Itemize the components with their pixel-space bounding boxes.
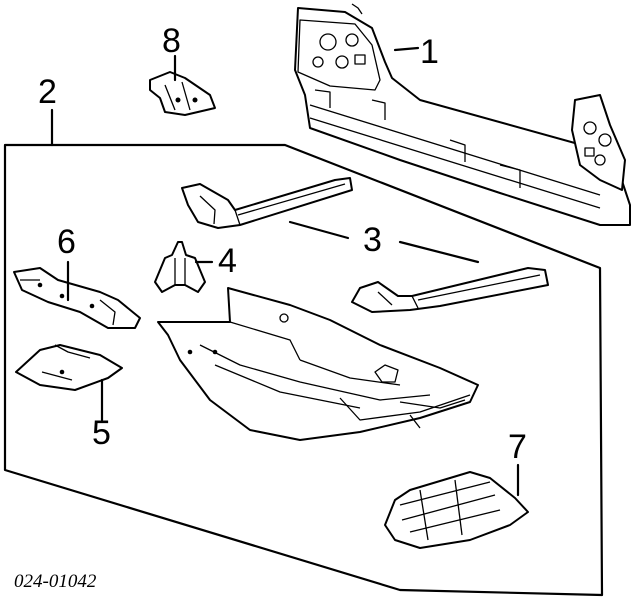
leader-lines	[50, 46, 520, 497]
part-6-reinforcement	[13, 267, 141, 329]
callout-4: 4	[218, 242, 237, 280]
part-5-floor-plate	[15, 344, 123, 391]
rear-floor-pan	[157, 287, 479, 441]
callout-1: 1	[420, 33, 439, 71]
part-3-rail-lower	[351, 267, 549, 313]
callout-2: 2	[38, 73, 57, 111]
part-1-rear-cross-member	[294, 3, 631, 226]
callout-8: 8	[162, 22, 181, 60]
callout-5: 5	[92, 414, 111, 452]
figure-part-number: 024-01042	[14, 571, 97, 592]
callout-3: 3	[363, 221, 382, 259]
callout-7: 7	[508, 428, 527, 466]
part-3-rail-upper	[181, 177, 353, 229]
part-7-floor-extension	[384, 471, 529, 549]
part-4-bracket	[154, 241, 206, 293]
callout-6: 6	[57, 223, 76, 261]
assembly-boundary	[3, 143, 604, 597]
part-8-bracket	[149, 71, 216, 116]
